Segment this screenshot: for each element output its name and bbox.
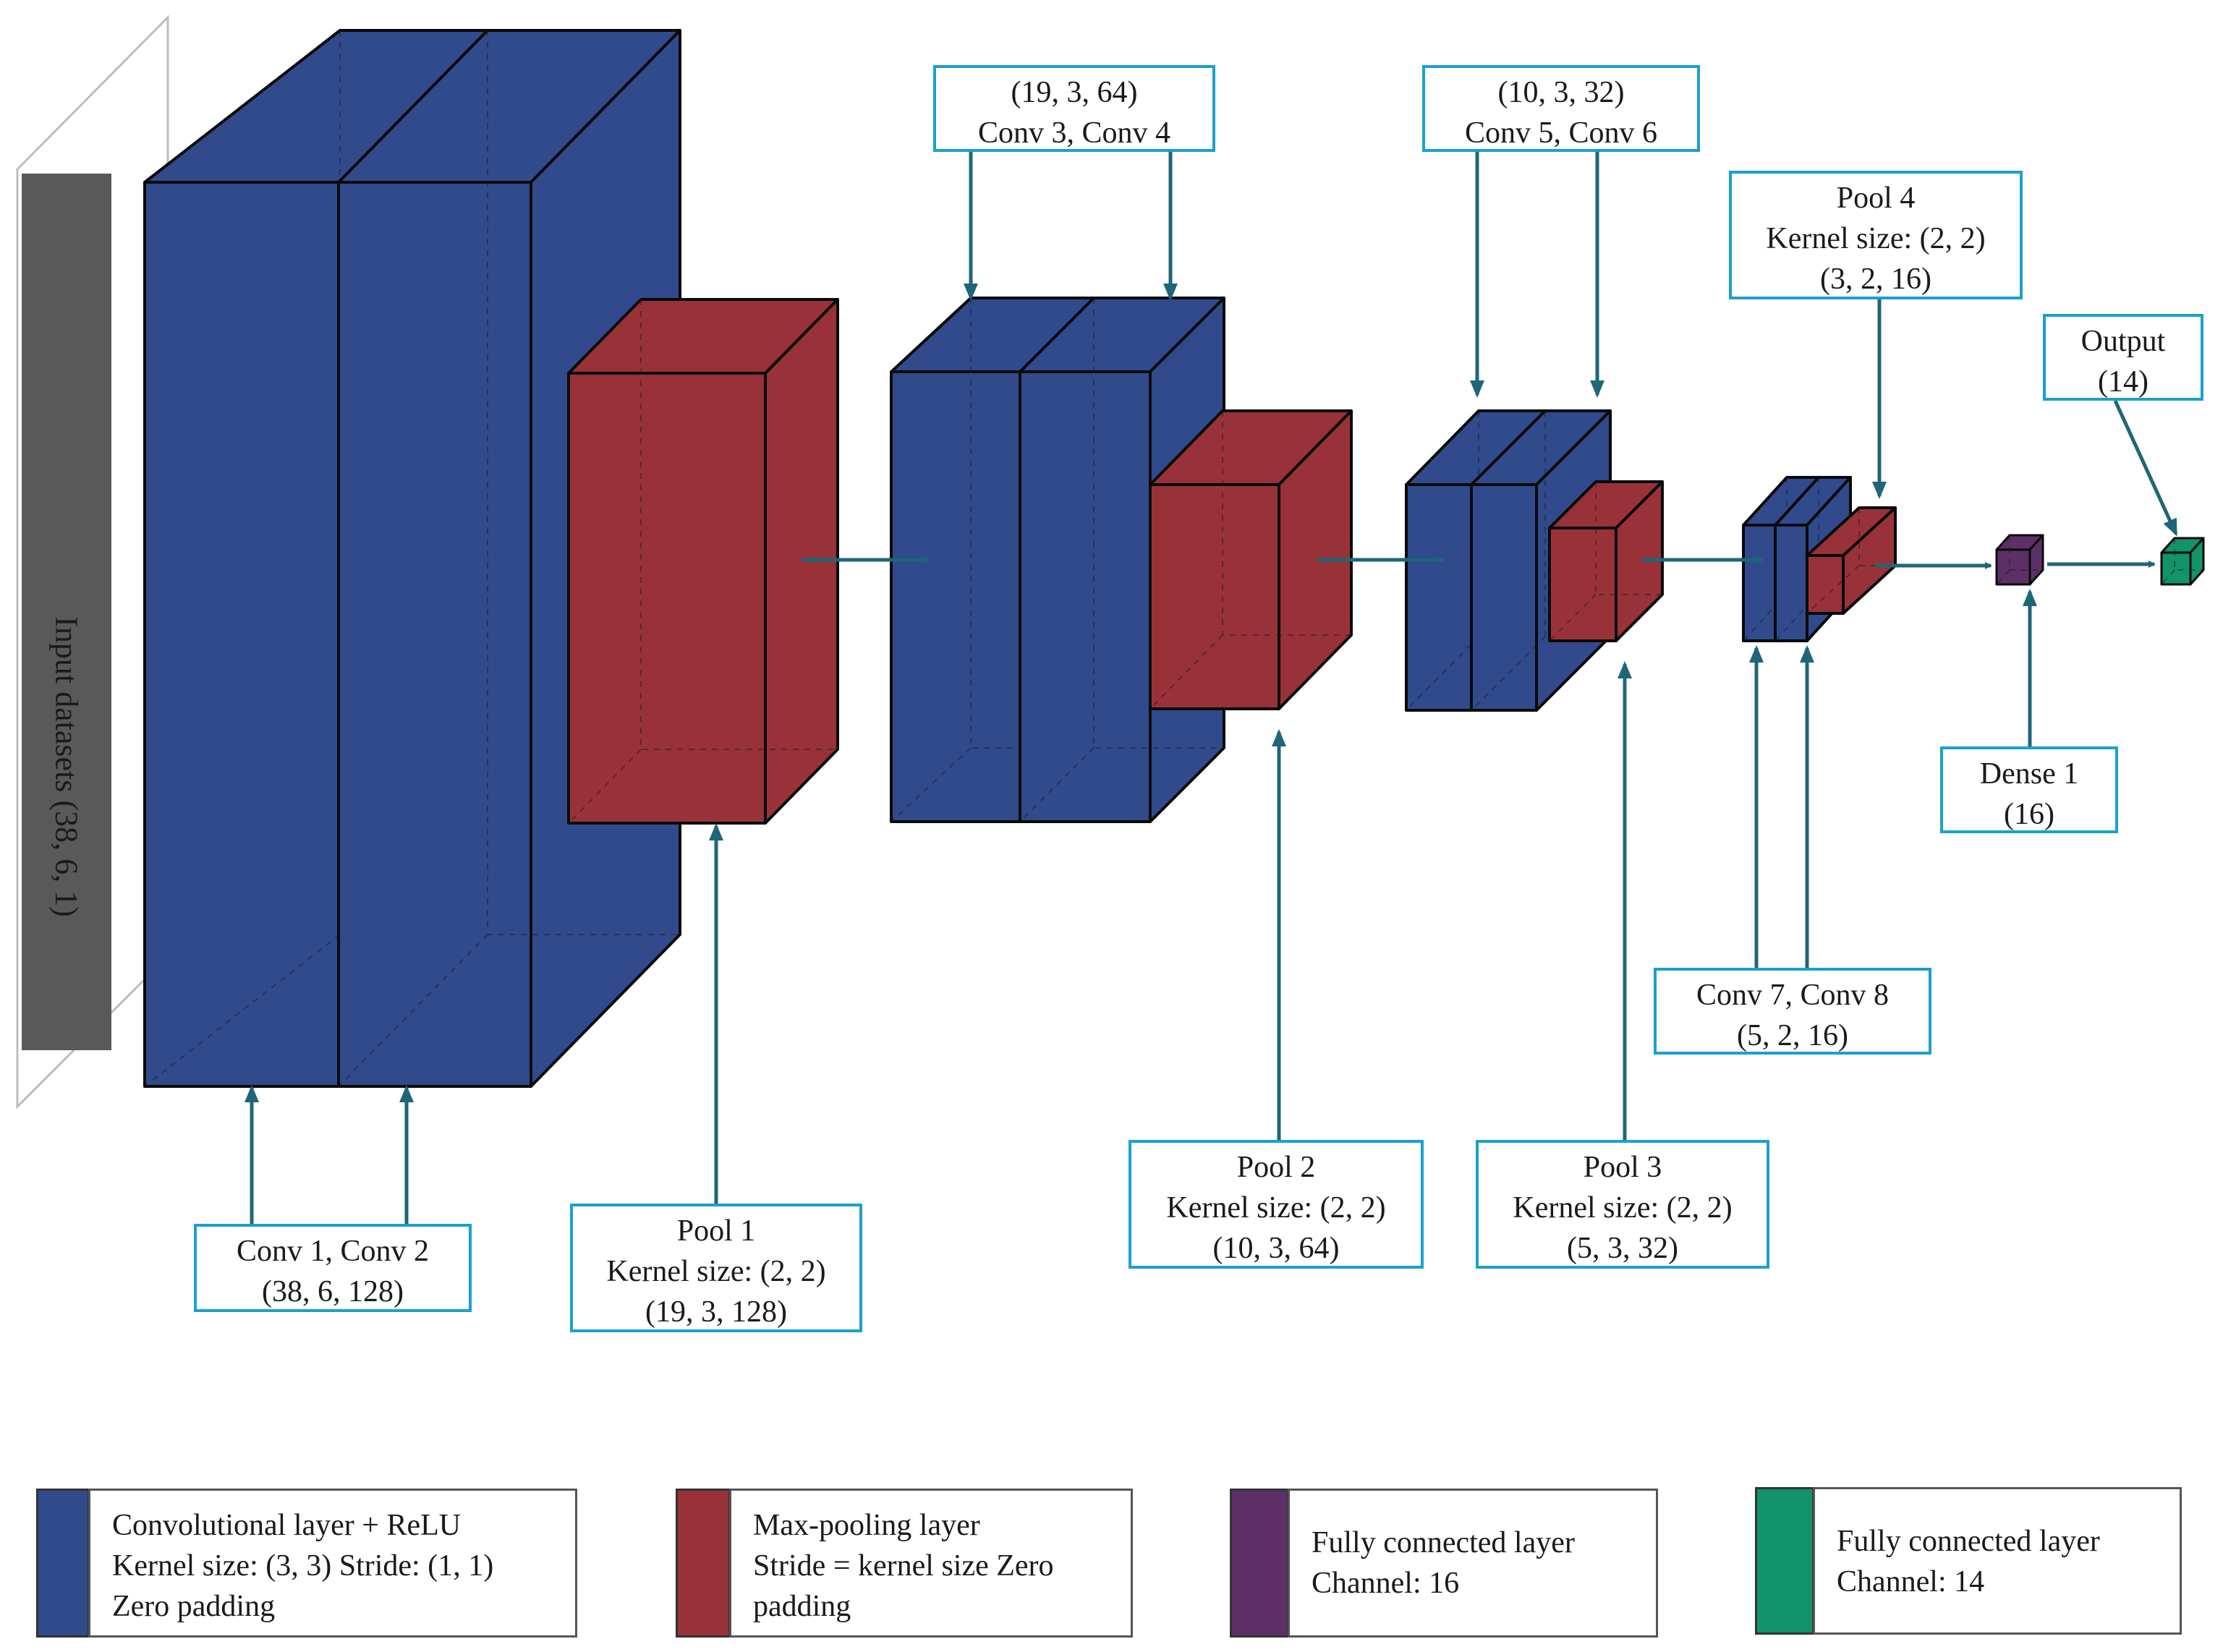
- legend-pool-swatch: [676, 1489, 731, 1638]
- conv5-conv6-label: (10, 3, 32)Conv 5, Conv 6: [1422, 65, 1700, 152]
- conv1-conv2-label: Conv 1, Conv 2(38, 6, 128): [194, 1224, 472, 1312]
- conv7-conv8-label: Conv 7, Conv 8(5, 2, 16): [1654, 968, 1931, 1055]
- output-block: [2160, 537, 2205, 586]
- legend-conv-swatch: [36, 1489, 90, 1638]
- legend-dense-swatch: [1230, 1489, 1289, 1638]
- input-datasets-block: [22, 174, 111, 1050]
- output-label: Output(14): [2043, 314, 2203, 401]
- input-datasets-label: Input datasets (38, 6, 1): [48, 616, 85, 917]
- dense1-block: [1995, 534, 2044, 586]
- pool2-block: [1149, 409, 1353, 710]
- legend-output-swatch: [1755, 1487, 1814, 1635]
- pool4-block: [1806, 506, 1897, 615]
- callout-output: [2113, 399, 2178, 537]
- pool1-block: [567, 298, 839, 825]
- conv3-conv4-label: (19, 3, 64)Conv 3, Conv 4: [933, 65, 1215, 152]
- pool3-block: [1548, 480, 1664, 642]
- dense1-label: Dense 1(16): [1940, 746, 2118, 833]
